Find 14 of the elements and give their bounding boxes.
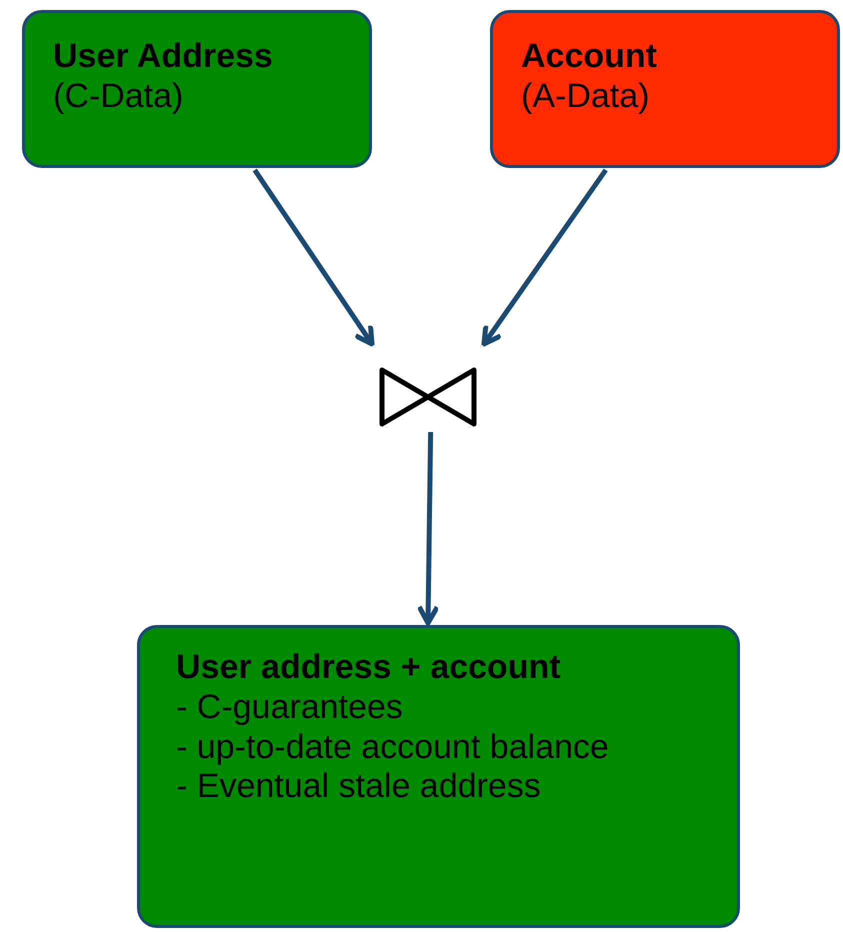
arrow	[252, 168, 374, 346]
entity-title: User Address	[53, 37, 274, 77]
list-item: - C-guarantees	[176, 688, 404, 728]
entity-box	[137, 625, 740, 928]
entity-subtitle: (A-Data)	[521, 76, 650, 117]
list-item: - up-to-date account balance	[176, 728, 610, 768]
entity-subtitle: (C-Data)	[53, 76, 184, 117]
arrow	[416, 432, 440, 626]
list-item: - Eventual stale address	[176, 767, 542, 808]
entity-title: User address + account	[176, 648, 562, 688]
arrow	[482, 168, 608, 346]
entity-title: Account	[521, 37, 658, 77]
entity-box	[490, 10, 840, 168]
entity-box	[22, 10, 372, 168]
